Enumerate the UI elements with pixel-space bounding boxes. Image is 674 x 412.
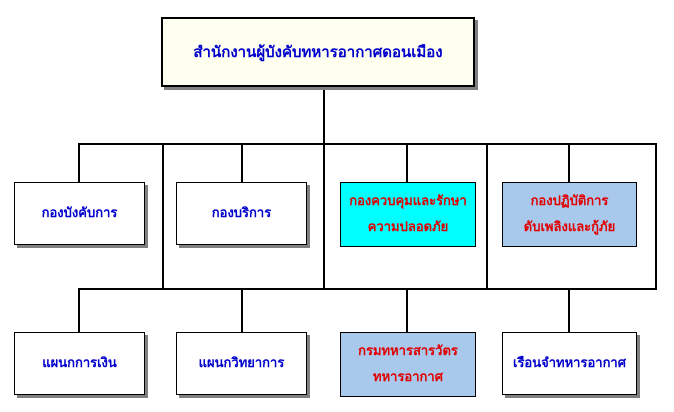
security-label-line-1: กองควบคุมและรักษา xyxy=(349,193,467,209)
finance-label-line-1: แผนกการเงิน xyxy=(42,355,117,371)
connector-academic-riser xyxy=(323,143,325,289)
connector-security-drop xyxy=(406,143,408,182)
root-node: สำนักงานผู้บังคับทหารอากาศดอนเมือง xyxy=(161,17,475,87)
connector-root-down xyxy=(323,88,325,144)
services-node: กองบริการ xyxy=(176,182,307,245)
connector-firefighting-drop xyxy=(568,143,570,182)
firefighting-label-line-2: ดับเพลิงและกู้ภัย xyxy=(523,219,616,235)
connector-services-drop xyxy=(241,143,243,182)
signals-node: กรมทหารสารวัตรทหารอากาศ xyxy=(340,332,476,397)
security-node: กองควบคุมและรักษาความปลอดภัย xyxy=(340,182,476,247)
connector-finance-riser xyxy=(162,143,164,289)
finance-node: แผนกการเงิน xyxy=(14,332,145,395)
firefighting-node: กองปฏิบัติการดับเพลิงและกู้ภัย xyxy=(502,182,637,247)
firefighting-label-line-1: กองปฏิบัติการ xyxy=(530,193,609,209)
academic-node: แผนกวิทยาการ xyxy=(176,332,307,395)
connector-detention-riser xyxy=(655,143,657,289)
connector-main-bus xyxy=(78,143,657,145)
detention-label-line-1: เรือนจำทหารอากาศ xyxy=(513,355,626,371)
detention-node: เรือนจำทหารอากาศ xyxy=(502,332,637,395)
root-label-line-1: สำนักงานผู้บังคับทหารอากาศดอนเมือง xyxy=(193,43,443,61)
command-label-line-1: กองบังคับการ xyxy=(41,205,118,221)
command-node: กองบังคับการ xyxy=(14,182,145,245)
connector-signals-riser xyxy=(486,143,488,289)
services-label-line-1: กองบริการ xyxy=(211,205,272,221)
security-label-line-2: ความปลอดภัย xyxy=(367,219,449,235)
connector-command-drop xyxy=(78,143,80,182)
signals-label-line-2: ทหารอากาศ xyxy=(373,369,443,385)
connector-finance-drop xyxy=(78,288,80,332)
academic-label-line-1: แผนกวิทยาการ xyxy=(198,355,285,371)
connector-lower-bus xyxy=(78,288,657,290)
connector-signals-drop xyxy=(406,288,408,332)
connector-detention-drop xyxy=(568,288,570,332)
signals-label-line-1: กรมทหารสารวัตร xyxy=(358,343,458,359)
connector-academic-drop xyxy=(241,288,243,332)
